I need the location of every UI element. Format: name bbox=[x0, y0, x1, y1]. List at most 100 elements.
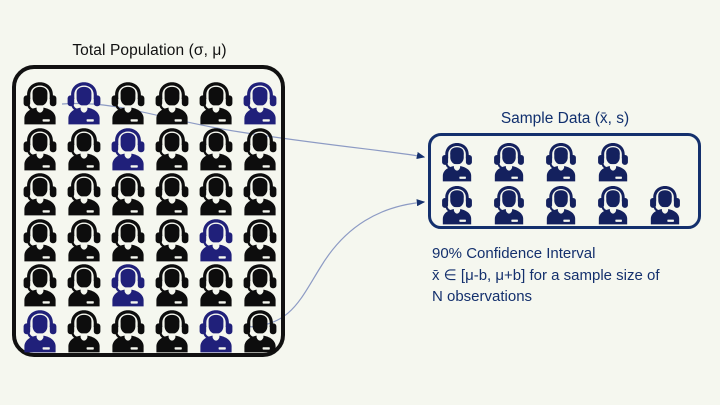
caption-line-1: 90% Confidence Interval bbox=[432, 245, 596, 262]
headset-agent-icon bbox=[593, 140, 633, 182]
population-person-5-6 bbox=[238, 261, 282, 307]
headset-agent-icon bbox=[150, 125, 194, 171]
sample-data-title: Sample Data (x̄, s) bbox=[500, 110, 630, 127]
headset-agent-icon bbox=[106, 261, 150, 307]
headset-agent-icon bbox=[194, 170, 238, 216]
confidence-interval-caption: 90% Confidence Interval x̄ ∈ [μ-b, μ+b] … bbox=[432, 243, 717, 308]
headset-agent-icon bbox=[194, 125, 238, 171]
headset-agent-icon bbox=[238, 261, 282, 307]
headset-agent-icon bbox=[194, 79, 238, 125]
sample-person-1-1 bbox=[437, 139, 489, 182]
sample-data-grid bbox=[437, 139, 697, 225]
population-person-4-3 bbox=[106, 216, 150, 262]
population-person-1-4 bbox=[150, 79, 194, 125]
population-person-3-3 bbox=[106, 170, 150, 216]
population-person-6-2 bbox=[62, 307, 106, 353]
population-person-1-5 bbox=[194, 79, 238, 125]
headset-agent-icon bbox=[18, 216, 62, 262]
headset-agent-icon bbox=[62, 79, 106, 125]
headset-agent-icon bbox=[489, 140, 529, 182]
population-person-5-2 bbox=[62, 261, 106, 307]
population-person-5-5 bbox=[194, 261, 238, 307]
sample-person-1-3 bbox=[541, 139, 593, 182]
population-person-6-6 bbox=[238, 307, 282, 353]
population-person-1-6 bbox=[238, 79, 282, 125]
population-person-4-1 bbox=[18, 216, 62, 262]
headset-agent-icon bbox=[106, 216, 150, 262]
population-person-2-6 bbox=[238, 125, 282, 171]
population-person-1-1 bbox=[18, 79, 62, 125]
headset-agent-icon bbox=[489, 183, 529, 225]
population-person-3-4 bbox=[150, 170, 194, 216]
headset-agent-icon bbox=[62, 216, 106, 262]
headset-agent-icon bbox=[18, 125, 62, 171]
population-person-3-5 bbox=[194, 170, 238, 216]
headset-agent-icon bbox=[238, 170, 282, 216]
population-person-2-5 bbox=[194, 125, 238, 171]
headset-agent-icon bbox=[62, 170, 106, 216]
headset-agent-icon bbox=[645, 183, 685, 225]
headset-agent-icon bbox=[194, 261, 238, 307]
population-person-3-2 bbox=[62, 170, 106, 216]
headset-agent-icon bbox=[150, 261, 194, 307]
headset-agent-icon bbox=[62, 307, 106, 353]
population-person-6-5 bbox=[194, 307, 238, 353]
headset-agent-icon bbox=[541, 183, 581, 225]
headset-agent-icon bbox=[238, 307, 282, 353]
headset-agent-icon bbox=[238, 216, 282, 262]
population-person-2-4 bbox=[150, 125, 194, 171]
population-person-6-4 bbox=[150, 307, 194, 353]
headset-agent-icon bbox=[437, 183, 477, 225]
headset-agent-icon bbox=[18, 170, 62, 216]
caption-line-2: x̄ ∈ [μ-b, μ+b] for a sample size of bbox=[432, 266, 660, 284]
population-person-1-3 bbox=[106, 79, 150, 125]
headset-agent-icon bbox=[106, 79, 150, 125]
headset-agent-icon bbox=[150, 307, 194, 353]
population-title: Total Population (σ, μ) bbox=[72, 42, 227, 59]
headset-agent-icon bbox=[541, 140, 581, 182]
population-person-4-5 bbox=[194, 216, 238, 262]
headset-agent-icon bbox=[437, 140, 477, 182]
headset-agent-icon bbox=[150, 79, 194, 125]
headset-agent-icon bbox=[18, 307, 62, 353]
headset-agent-icon bbox=[62, 261, 106, 307]
headset-agent-icon bbox=[194, 307, 238, 353]
sample-person-1-5 bbox=[645, 139, 697, 182]
headset-agent-icon bbox=[238, 79, 282, 125]
headset-agent-icon bbox=[238, 125, 282, 171]
population-grid bbox=[18, 79, 282, 353]
sample-person-2-4 bbox=[593, 182, 645, 225]
population-person-1-2 bbox=[62, 79, 106, 125]
population-person-2-3 bbox=[106, 125, 150, 171]
headset-agent-icon bbox=[593, 183, 633, 225]
sample-data-box bbox=[428, 133, 701, 229]
population-person-2-1 bbox=[18, 125, 62, 171]
population-person-5-3 bbox=[106, 261, 150, 307]
headset-agent-icon bbox=[150, 216, 194, 262]
population-person-6-1 bbox=[18, 307, 62, 353]
headset-agent-icon bbox=[106, 307, 150, 353]
population-person-6-3 bbox=[106, 307, 150, 353]
population-person-4-2 bbox=[62, 216, 106, 262]
sample-person-2-2 bbox=[489, 182, 541, 225]
sample-person-1-4 bbox=[593, 139, 645, 182]
population-person-5-1 bbox=[18, 261, 62, 307]
headset-agent-icon bbox=[194, 216, 238, 262]
headset-agent-icon bbox=[106, 170, 150, 216]
headset-agent-icon bbox=[150, 170, 194, 216]
population-person-5-4 bbox=[150, 261, 194, 307]
headset-agent-icon bbox=[18, 79, 62, 125]
sample-person-1-2 bbox=[489, 139, 541, 182]
sample-person-2-5 bbox=[645, 182, 697, 225]
population-person-3-1 bbox=[18, 170, 62, 216]
headset-agent-icon bbox=[62, 125, 106, 171]
sample-person-2-3 bbox=[541, 182, 593, 225]
population-person-3-6 bbox=[238, 170, 282, 216]
sample-person-2-1 bbox=[437, 182, 489, 225]
headset-agent-icon bbox=[18, 261, 62, 307]
population-person-2-2 bbox=[62, 125, 106, 171]
population-person-4-6 bbox=[238, 216, 282, 262]
headset-agent-icon bbox=[106, 125, 150, 171]
caption-line-3: N observations bbox=[432, 288, 533, 305]
